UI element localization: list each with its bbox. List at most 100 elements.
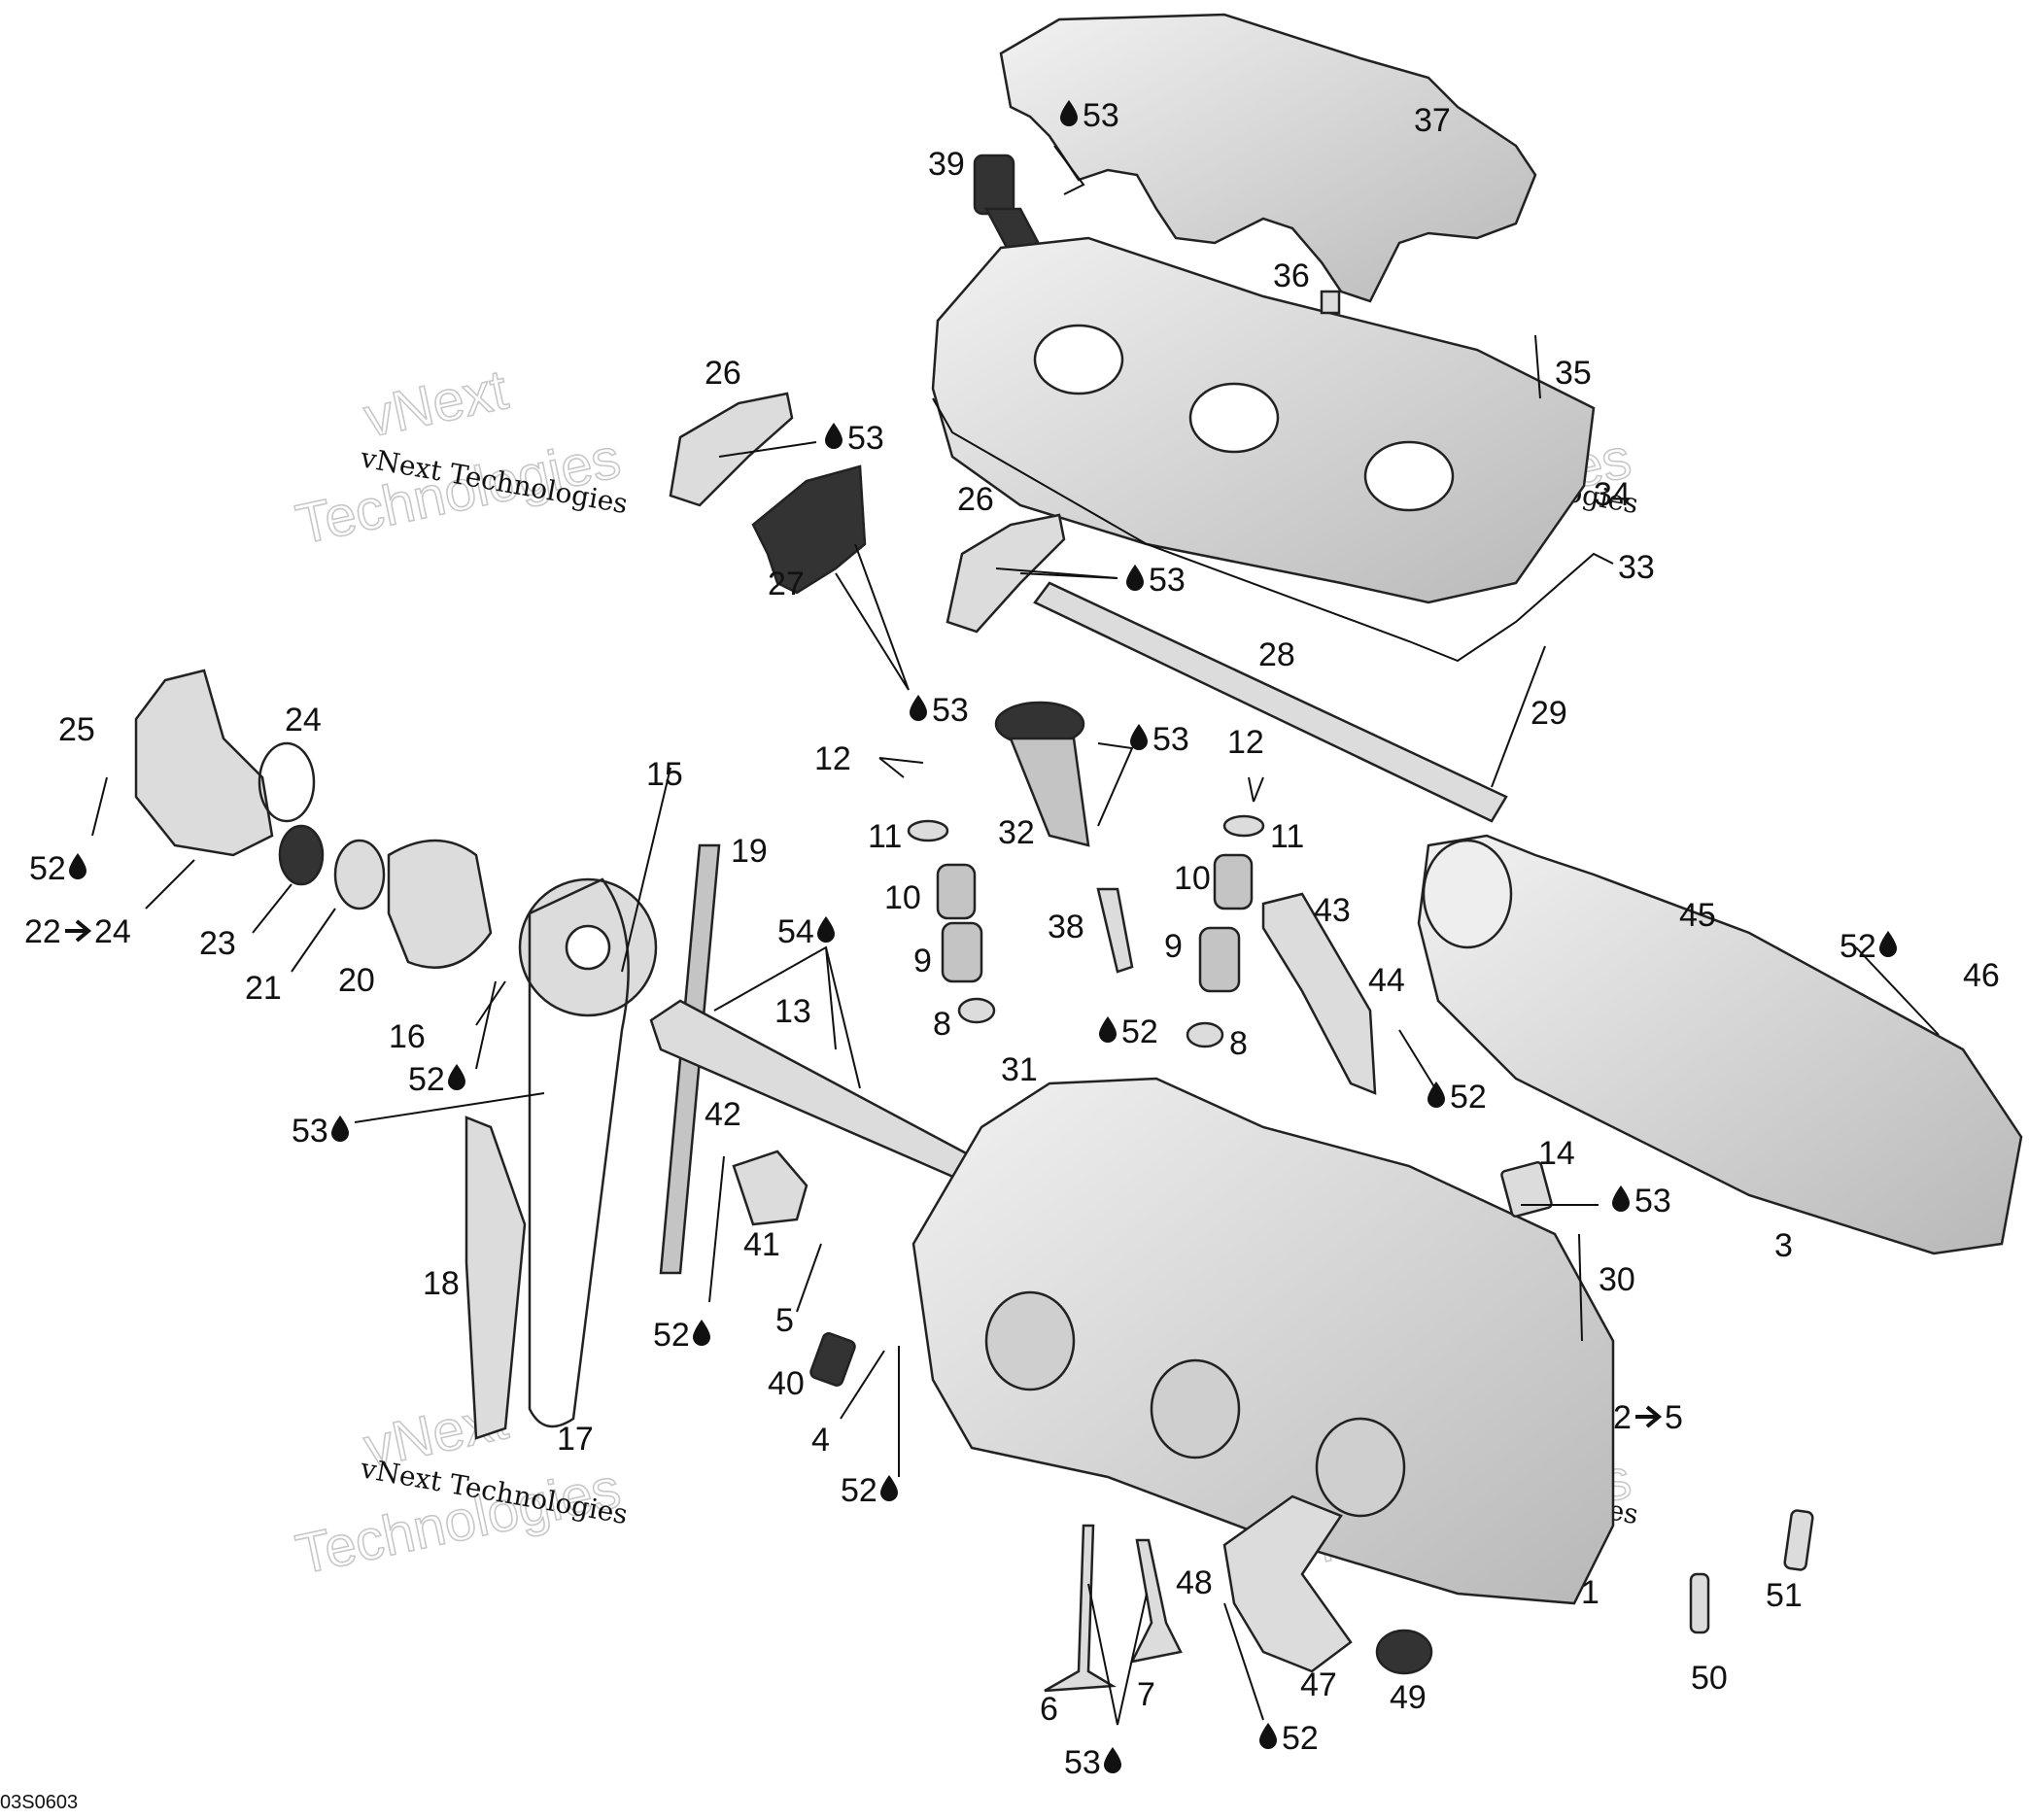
part-cylinder-head <box>911 1077 1615 1605</box>
callout-48: 48 <box>1176 1564 1213 1601</box>
callout-32: 32 <box>998 814 1035 851</box>
callout-21: 21 <box>245 970 282 1007</box>
callout-number: 23 <box>199 925 236 962</box>
callout-number: 30 <box>1599 1261 1635 1298</box>
callout-number: 15 <box>646 756 683 793</box>
callout-number: 8 <box>933 1006 951 1043</box>
oil-drop-icon <box>880 1475 898 1501</box>
callout-7: 7 <box>1137 1676 1155 1713</box>
callout-number: 52 <box>1450 1079 1487 1116</box>
callout-number: 13 <box>774 993 811 1030</box>
callout-number: 4 <box>811 1422 830 1459</box>
arrow-right-icon <box>1635 1405 1663 1428</box>
part-engine-cover <box>999 13 1537 303</box>
callout-15: 15 <box>646 756 683 793</box>
callout-10: 10 <box>1174 860 1211 897</box>
callout-52: 52 <box>1840 928 1897 965</box>
part-valve-train-right <box>1186 814 1265 1048</box>
part-sensor-40 <box>809 1332 856 1387</box>
watermark-top-left: vNext Technologies vNext Technologies <box>290 358 630 558</box>
callout-52: 52 <box>1259 1720 1319 1757</box>
oil-drop-icon <box>1104 1747 1121 1773</box>
callout-number: 17 <box>557 1421 594 1458</box>
part-seal <box>278 824 325 886</box>
callout-41: 41 <box>743 1226 780 1263</box>
callout-52: 52 <box>1099 1013 1158 1050</box>
callout-52: 52 <box>408 1061 465 1098</box>
oil-drop-icon <box>1099 1016 1117 1043</box>
callout-29: 29 <box>1530 695 1567 732</box>
callout-number: 52 <box>1282 1720 1319 1757</box>
callout-49: 49 <box>1390 1679 1427 1716</box>
callout-8: 8 <box>1229 1025 1248 1062</box>
callout-number: 51 <box>1766 1577 1803 1614</box>
callout-number: 7 <box>1137 1676 1155 1713</box>
oil-drop-icon <box>825 423 843 449</box>
callout-number: 18 <box>423 1265 460 1302</box>
callout-53: 53 <box>292 1113 349 1150</box>
callout-number: 52 <box>408 1061 445 1098</box>
part-grommet-36 <box>1320 290 1341 315</box>
part-dowel-51 <box>1783 1509 1814 1571</box>
part-timing-chain <box>528 877 630 1428</box>
callout-number: 45 <box>1679 897 1716 934</box>
exhaust-outlet <box>1422 839 1513 949</box>
part-plate <box>333 839 386 910</box>
callout-number: 50 <box>1691 1660 1728 1697</box>
part-sensor-41 <box>732 1150 808 1226</box>
callout-number: 11 <box>1270 818 1304 855</box>
callout-26: 26 <box>705 355 741 392</box>
callout-53: 53 <box>1612 1183 1671 1219</box>
callout-9: 9 <box>1164 928 1183 965</box>
callout-25: 25 <box>58 711 95 748</box>
callout-number: 6 <box>1040 1691 1058 1728</box>
callout-52: 52 <box>653 1317 710 1354</box>
callout-4: 4 <box>811 1422 830 1459</box>
part-rocker-arm-exhaust <box>751 464 867 595</box>
callout-number: 20 <box>338 962 375 999</box>
part-clip-14 <box>1500 1161 1553 1218</box>
callout-53: 53 <box>825 420 884 457</box>
oil-drop-icon <box>1879 931 1897 957</box>
callout-number: 52 <box>1840 928 1876 965</box>
part-bolt-29 <box>1491 645 1546 788</box>
callout-number: 12 <box>1227 724 1264 761</box>
callout-40: 40 <box>768 1365 805 1402</box>
callout-number: 28 <box>1258 636 1295 673</box>
callout-23: 23 <box>199 925 236 962</box>
callout-number: 12 <box>814 740 851 777</box>
oil-drop-icon <box>1130 724 1148 750</box>
part-valve-cover-gasket <box>932 397 1614 663</box>
callout-51: 51 <box>1766 1577 1803 1614</box>
callout-number: 53 <box>847 420 884 457</box>
oil-drop-icon <box>1126 565 1144 591</box>
callout-26: 26 <box>957 481 994 518</box>
callout-36: 36 <box>1273 258 1310 294</box>
callout-31: 31 <box>1001 1051 1038 1088</box>
callout-54: 54 <box>777 913 835 950</box>
callout-number: 33 <box>1618 549 1655 586</box>
callout-number: 53 <box>1064 1744 1101 1781</box>
callout-range-end: 24 <box>94 913 131 950</box>
callout-number: 47 <box>1300 1666 1337 1703</box>
part-o-ring <box>258 741 316 823</box>
callout-53: 53 <box>1064 1744 1121 1781</box>
part-exhaust-manifold <box>1417 834 2023 1255</box>
part-spark-plug <box>1096 887 1134 974</box>
callout-number: 16 <box>389 1018 426 1055</box>
oil-drop-icon <box>1427 1082 1445 1108</box>
callout-1: 1 <box>1581 1574 1599 1611</box>
callout-35: 35 <box>1555 355 1592 392</box>
callout-number: 38 <box>1048 909 1084 945</box>
callout-53: 53 <box>1126 562 1186 599</box>
callout-range-end: 5 <box>1665 1399 1683 1436</box>
callout-number: 27 <box>768 566 805 602</box>
oil-drop-icon <box>1612 1185 1630 1212</box>
part-spark-tube <box>994 701 1090 847</box>
callout-number: 52 <box>653 1317 690 1354</box>
callout-number: 2 <box>1613 1399 1632 1436</box>
callout-10: 10 <box>884 879 921 916</box>
